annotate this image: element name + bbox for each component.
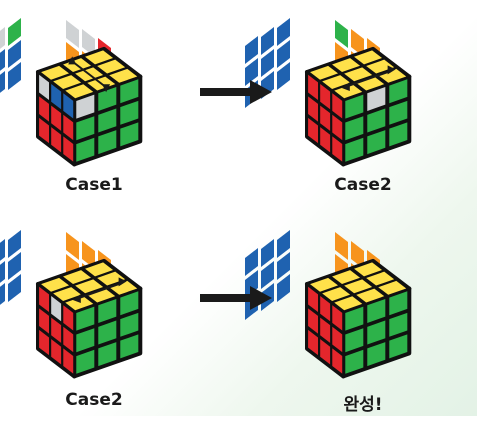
- cube-panel-1: [0, 18, 140, 164]
- caption-case1: Case1: [34, 175, 154, 195]
- caption-complete: 완성!: [303, 390, 423, 415]
- caption-case2-top: Case2: [303, 175, 423, 195]
- arrow-shaft: [200, 88, 252, 96]
- cube-panel-4: [245, 230, 409, 376]
- cube-panel-3: [0, 230, 140, 376]
- caption-case2-bottom: Case2: [34, 390, 154, 410]
- floating-sticker-blue: [0, 283, 5, 311]
- floating-sticker-blue: [0, 71, 5, 99]
- arrow-shaft: [200, 294, 252, 302]
